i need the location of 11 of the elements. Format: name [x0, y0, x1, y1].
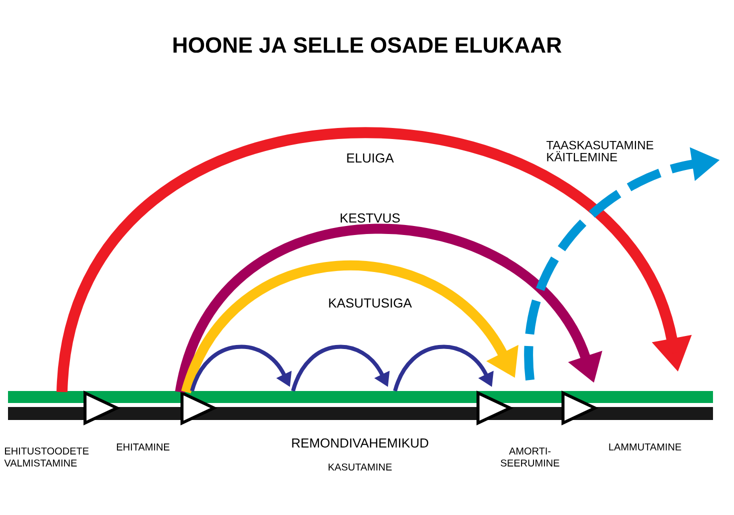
title: HOONE JA SELLE OSADE ELUKAAR [174, 37, 562, 53]
arc-label: ELUIGA [347, 153, 394, 163]
arc-label: KESTVUS [340, 213, 400, 223]
arrow-label: TAASKASUTAMINE KÄITLEMINE [546, 140, 654, 162]
arc-label: KASUTUSIGA [329, 298, 412, 308]
stage-label: LAMMUTAMINE [609, 444, 682, 450]
stage-label: EHITAMINE [116, 444, 170, 450]
stage-label: EHITUSTOODETE VALMISTAMINE [4, 447, 89, 467]
stage-label: KASUTAMINE [328, 463, 392, 471]
stage-label: REMONDIVAHEMIKUD [292, 438, 428, 448]
stage-label: AMORTI- SEERUMINE [500, 447, 560, 467]
